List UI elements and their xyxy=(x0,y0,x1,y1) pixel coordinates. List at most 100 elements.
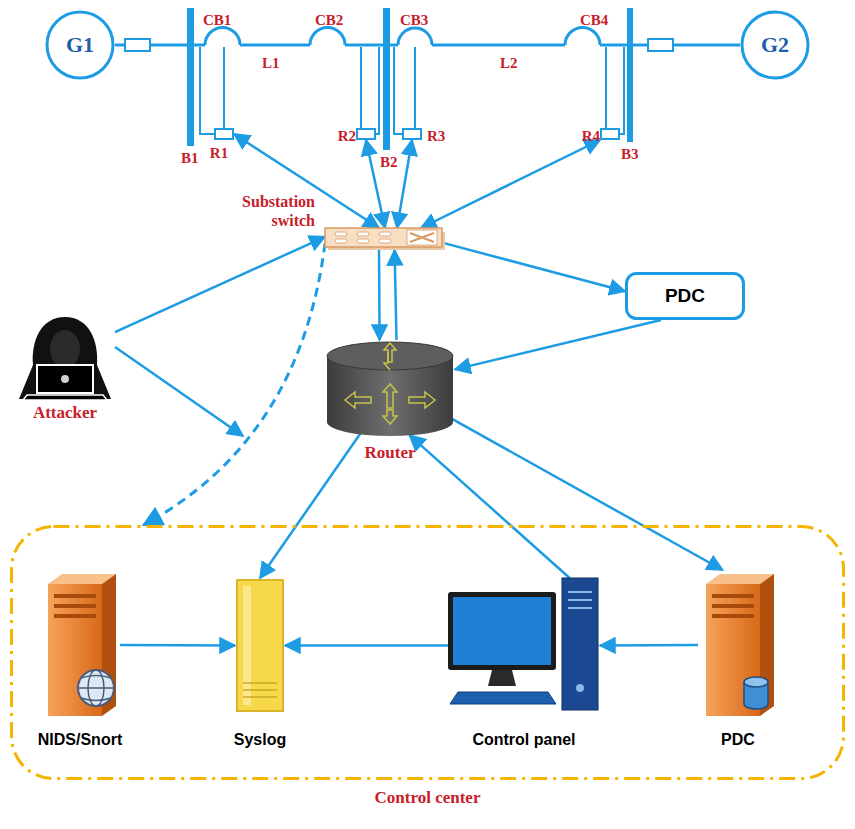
laptop-base xyxy=(23,395,107,400)
drawing-part xyxy=(568,607,592,609)
drive-slot xyxy=(54,604,96,608)
part-label: B2 xyxy=(380,154,398,171)
node-label: R3 xyxy=(427,127,451,145)
node-label: G2 xyxy=(761,32,789,58)
relay-wire xyxy=(620,47,624,134)
drawing-part xyxy=(568,599,592,601)
line-segment xyxy=(600,44,627,47)
node-label: Router xyxy=(325,443,455,463)
breaker-symbol xyxy=(565,28,600,46)
node-label: Syslog xyxy=(200,730,320,749)
drawing-part xyxy=(335,232,347,236)
drawing-part xyxy=(335,239,347,243)
drawing-part xyxy=(409,392,435,408)
connector-arrow xyxy=(451,418,722,570)
node-box: NIDS/Snort xyxy=(40,570,120,720)
node-shape xyxy=(325,228,445,250)
node-label: PDC xyxy=(678,730,798,749)
laptop-lid xyxy=(37,365,93,393)
node-box: R2 xyxy=(356,128,376,140)
relay-wire xyxy=(394,47,402,134)
connector-arrow xyxy=(600,644,698,647)
drawing-part xyxy=(357,232,369,236)
generator-lead xyxy=(633,44,648,47)
transformer-symbol xyxy=(648,39,673,51)
connector-arrow xyxy=(410,435,570,578)
drive-slot xyxy=(54,614,96,618)
drawing-part xyxy=(243,682,277,684)
connector-arrow xyxy=(120,644,235,647)
switch-body xyxy=(325,228,442,247)
monitor-screen xyxy=(453,597,551,665)
node-box: Control centerNIDS/SnortSyslogControl pa… xyxy=(10,525,845,780)
line-segment xyxy=(345,44,383,47)
node-box: G2 xyxy=(740,10,810,80)
relay-wire xyxy=(414,47,416,128)
router-top xyxy=(327,342,453,370)
breaker-symbol xyxy=(205,28,240,46)
drawing-part xyxy=(379,232,391,236)
syslog-highlight xyxy=(243,586,251,705)
syslog-lines xyxy=(243,683,277,697)
node-label: R2 xyxy=(332,127,356,145)
connector-arrow xyxy=(395,250,397,340)
part-label: B1 xyxy=(181,150,199,167)
drawing-part xyxy=(379,239,391,243)
generator-circle xyxy=(47,12,113,78)
dashed-connector xyxy=(144,243,325,525)
node-box: Substation switch xyxy=(325,228,445,250)
drawing-part xyxy=(243,696,277,698)
connector-arrow xyxy=(366,140,385,228)
node-label: NIDS/Snort xyxy=(20,730,140,749)
node-shape xyxy=(15,315,115,401)
pc-tower xyxy=(562,578,598,710)
monitor-frame xyxy=(448,592,556,670)
bus-bar xyxy=(627,8,633,142)
node-box: R4 xyxy=(600,128,620,140)
transformer-symbol xyxy=(125,39,150,51)
switch-fabric-icon xyxy=(407,230,437,245)
generator-lead xyxy=(115,44,125,47)
laptop-logo xyxy=(61,375,69,383)
connector-arrow xyxy=(397,140,412,228)
breaker-symbol xyxy=(310,28,345,46)
line-segment xyxy=(240,44,310,47)
drawing-part xyxy=(345,392,371,408)
node-box: Syslog xyxy=(235,578,285,713)
generator-lead xyxy=(150,44,188,47)
breaker-symbol xyxy=(398,28,432,45)
part-label: L2 xyxy=(500,55,518,72)
globe-parallel xyxy=(81,676,111,701)
node-label: PDC xyxy=(665,285,705,307)
node-shape xyxy=(448,578,600,713)
face-shadow xyxy=(50,330,80,368)
part-label: B3 xyxy=(621,146,639,163)
drawing-part xyxy=(357,239,369,243)
part-label: CB1 xyxy=(203,12,231,29)
monitor-stand xyxy=(488,670,516,686)
node-box: PDC xyxy=(698,570,780,720)
drive-slot xyxy=(712,614,754,618)
node-shape xyxy=(40,570,120,720)
switch-cross-icon xyxy=(410,233,434,242)
node-label: Control panel xyxy=(434,730,614,749)
connector-arrow xyxy=(260,428,364,578)
relay-wire xyxy=(223,47,225,128)
node-box: Attacker xyxy=(15,315,115,401)
power-button xyxy=(576,684,584,692)
connector-arrow xyxy=(115,237,325,332)
hood-shape xyxy=(19,317,111,399)
connector-arrow xyxy=(285,644,448,647)
pdc-box xyxy=(627,274,744,319)
tower-slots xyxy=(568,592,592,608)
node-box: G1 xyxy=(45,10,115,80)
drive-slot xyxy=(712,594,754,598)
drawing-part xyxy=(383,384,397,408)
line-segment xyxy=(432,44,565,47)
line-segment xyxy=(194,44,205,47)
drive-slot xyxy=(712,604,754,608)
generator-lead xyxy=(673,44,740,47)
database-top xyxy=(744,677,768,687)
node-box: Control panel xyxy=(448,578,600,713)
connector-arrow xyxy=(455,320,661,369)
